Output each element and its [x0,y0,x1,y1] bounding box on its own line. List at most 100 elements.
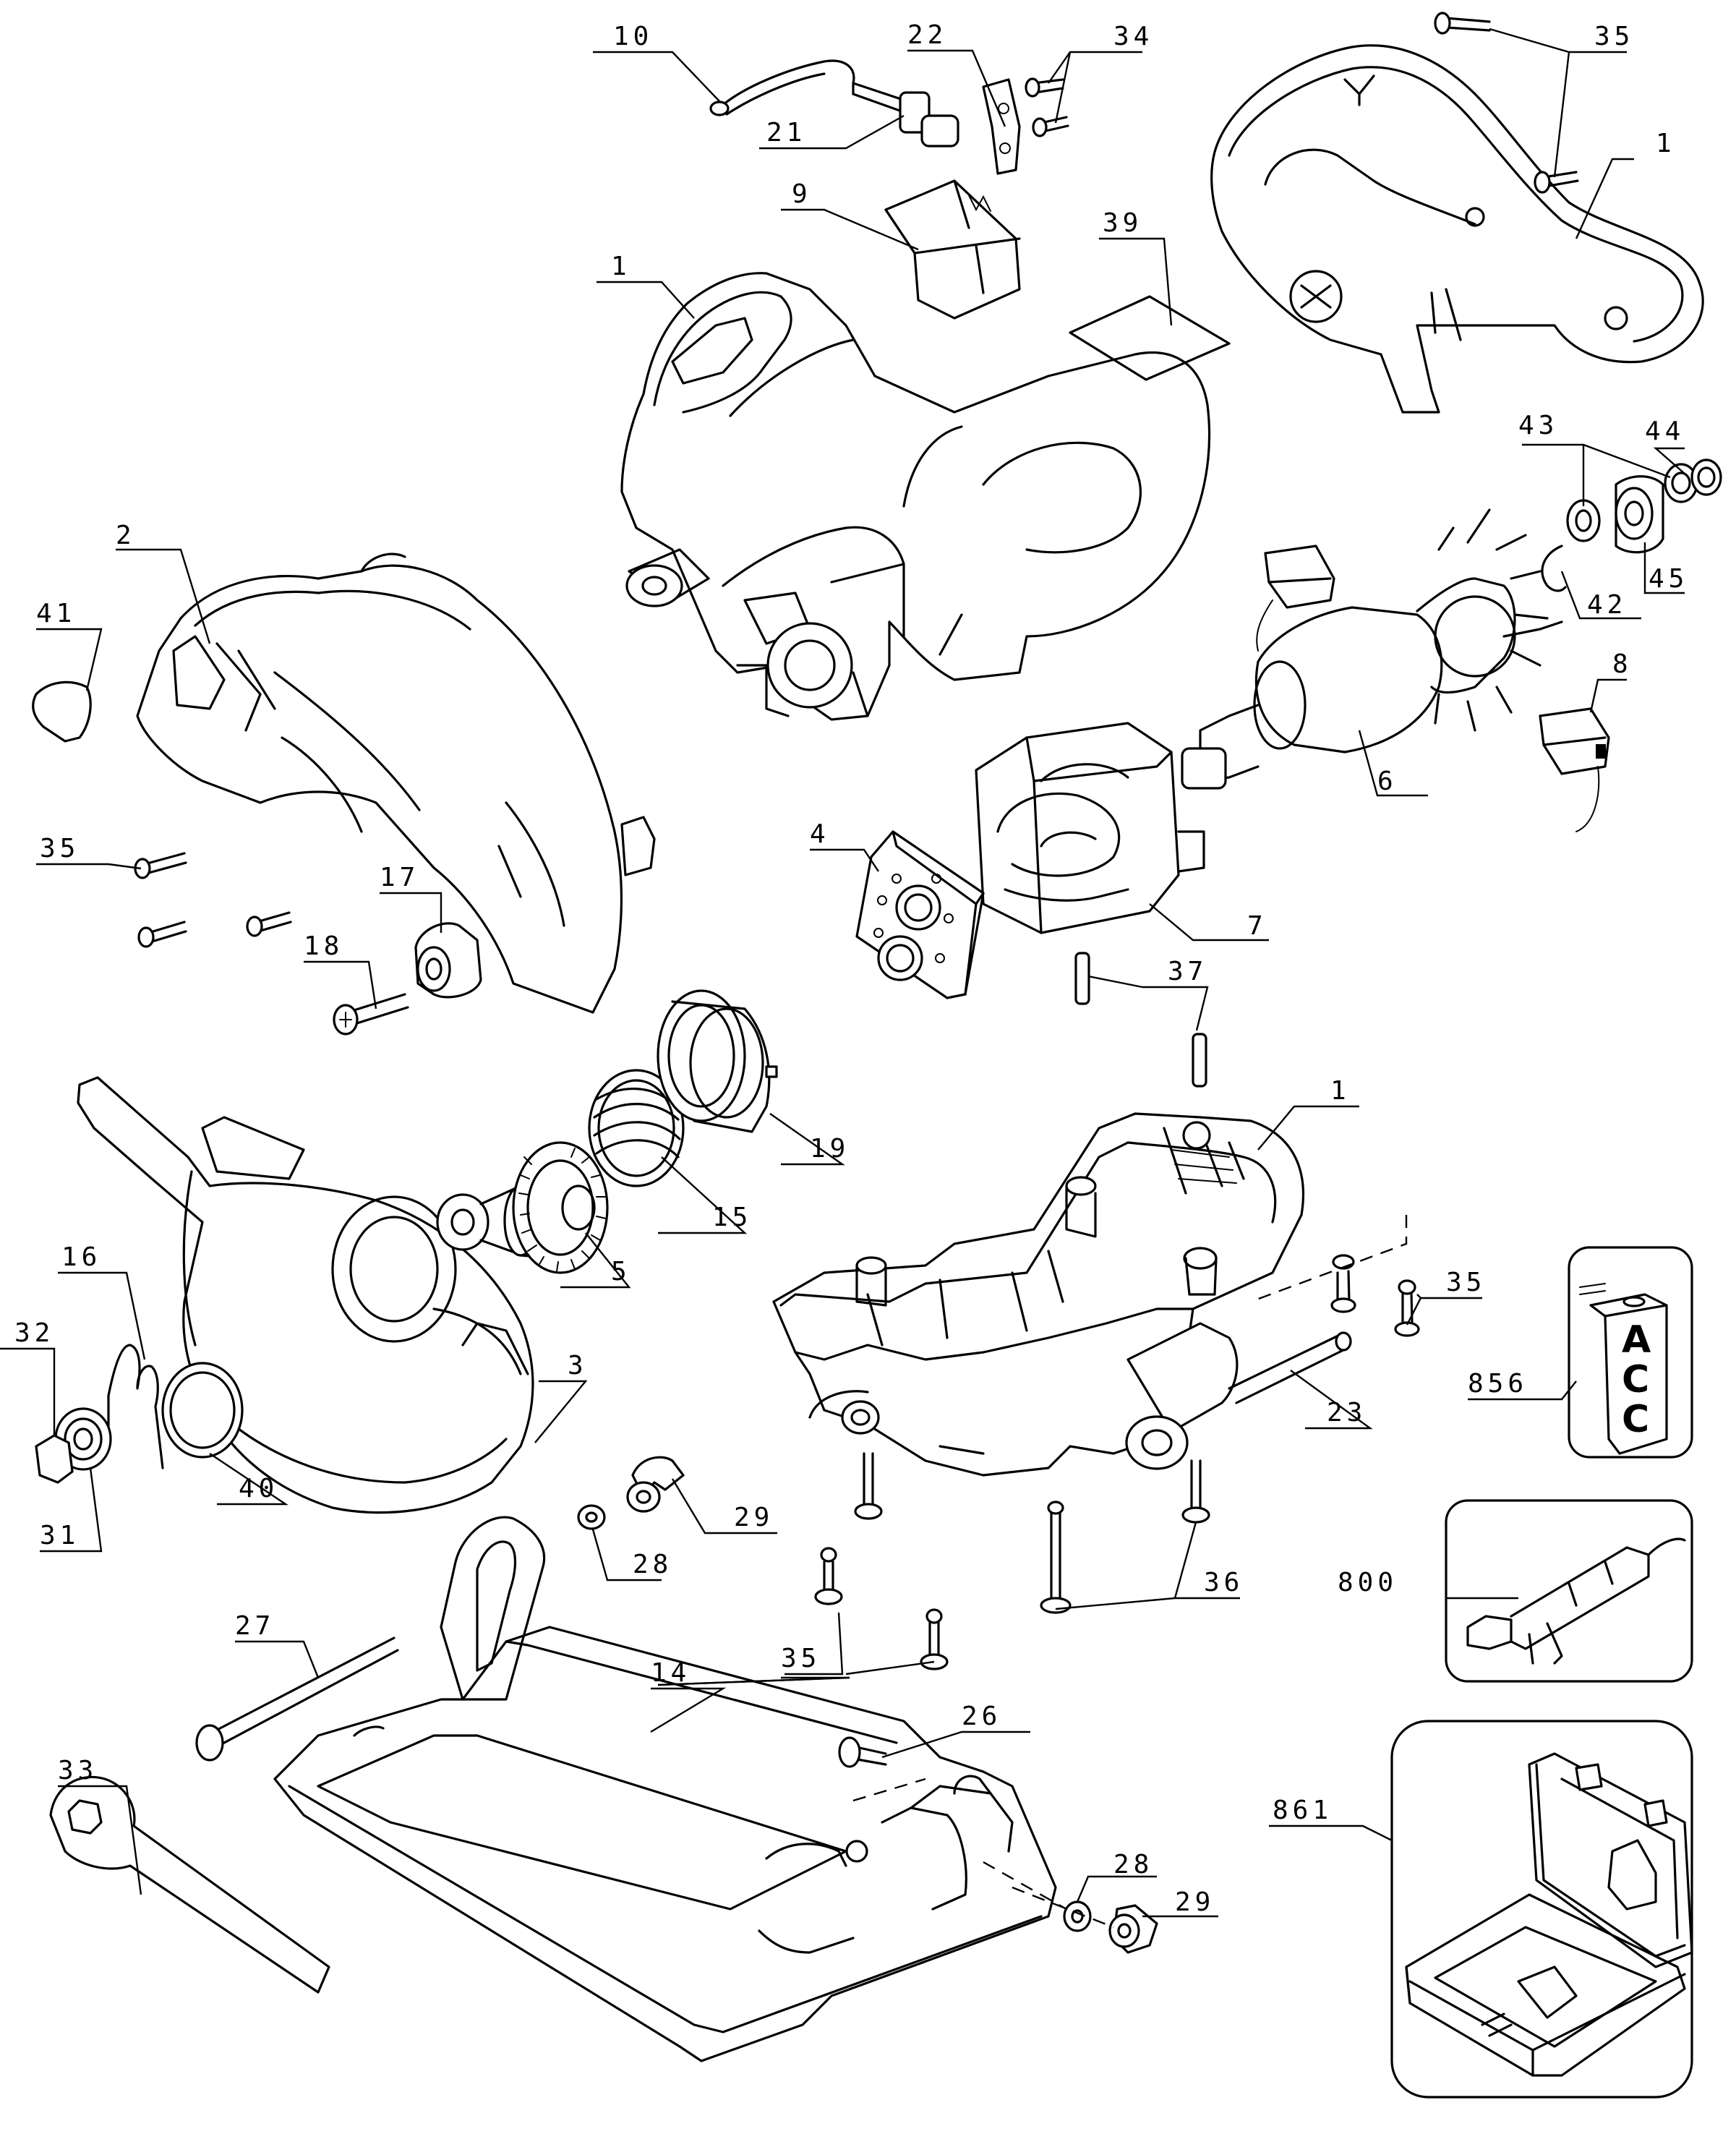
washer-part-44 [1664,458,1722,503]
callout-4: 4 [810,819,830,849]
callout-1-gearcase: 1 [1330,1076,1351,1106]
wing-nut-part-29-upper [626,1456,685,1513]
inset-box-861-carrying-case [1390,1720,1693,2099]
spindle-gear-part-5 [436,1141,609,1274]
callout-14: 14 [651,1658,690,1688]
spring-clip-part-16 [107,1344,164,1469]
brush-holder-part-top [1256,545,1335,652]
armature-part-6 [1181,508,1563,790]
upper-blade-guard-part-2 [136,552,656,1014]
callout-26: 26 [962,1702,1001,1731]
callout-28-lower: 28 [1113,1850,1153,1879]
callout-9: 9 [792,179,812,209]
callout-800: 800 [1338,1568,1398,1597]
screws-part-35-gearcase [1330,1254,1420,1337]
bushing-part-17 [414,922,482,999]
callout-2: 2 [116,521,136,550]
callout-6: 6 [1377,767,1398,796]
callout-39: 39 [1103,208,1142,238]
callout-35-top: 35 [1594,22,1634,51]
bolt-part-26 [838,1736,887,1768]
callout-23: 23 [1327,1398,1367,1427]
callout-10: 10 [613,22,653,51]
label-part-41 [32,680,92,743]
callout-16: 16 [61,1242,101,1272]
callout-28-upper: 28 [633,1550,672,1579]
cord-protector-part-10-21 [709,59,959,148]
callout-44: 44 [1645,417,1685,446]
rod-part-27 [195,1636,399,1762]
callout-1-top-right: 1 [1656,129,1676,158]
wing-nut-part-29-lower [1108,1904,1158,1954]
washer-part-28-lower [1063,1900,1092,1932]
callout-31: 31 [40,1521,80,1550]
callout-5: 5 [611,1257,631,1286]
screws-part-36 [854,1452,1210,1614]
callout-29-lower: 29 [1175,1887,1215,1917]
clutch-cup-part-19 [657,989,778,1133]
switch-bracket-part-22 [982,78,1021,175]
screws-part-35-lower [814,1547,949,1670]
baffle-plate-part-4 [855,830,985,999]
inset-box-856: A C C [1568,1246,1693,1459]
callout-43: 43 [1518,411,1558,440]
callout-labels: 10 21 22 34 35 1 9 39 1 44 43 45 42 8 6 … [14,20,1688,1917]
callout-7: 7 [1247,911,1267,941]
callout-18: 18 [304,931,343,961]
hex-wrench-part-33 [49,1775,330,1994]
callout-33: 33 [58,1756,98,1785]
field-part-7 [975,722,1205,934]
gear-case-housing-part-1 [772,1112,1305,1477]
callout-35-gearcase: 35 [1446,1268,1486,1297]
washer-part-28-upper [577,1504,606,1530]
callout-856: 856 [1468,1369,1528,1399]
callout-32: 32 [14,1318,54,1348]
callout-41: 41 [36,599,76,628]
pivot-pin-part-23 [1228,1331,1352,1404]
callout-40: 40 [239,1474,278,1503]
callout-15: 15 [712,1203,752,1232]
switch-part-9 [884,179,1021,320]
callout-35-guard: 35 [40,834,80,863]
inset-box-800 [1445,1499,1693,1683]
housing-half-right-part-1 [1210,44,1704,414]
callout-36: 36 [1204,1568,1244,1597]
spring-part-15 [588,1069,685,1187]
alignment-dash-lines [852,1215,1408,1929]
retaining-ring-part-42 [1541,545,1567,592]
callout-861: 861 [1273,1796,1333,1825]
acc-letter-3: C [1622,1398,1649,1441]
callout-37: 37 [1168,957,1207,986]
shoe-base-part-14 [273,1516,1057,2062]
callout-34: 34 [1113,22,1153,51]
brush-part-8 [1539,707,1610,832]
callout-22: 22 [907,20,947,50]
screws-part-35-guard [134,852,292,948]
callout-42: 42 [1587,590,1627,620]
callout-29-upper: 29 [734,1503,774,1532]
pins-part-37 [1074,952,1207,1088]
bearing-part-45 [1615,475,1664,554]
screws-part-34 [1025,77,1069,137]
callout-8: 8 [1612,649,1633,679]
lower-blade-guard-part-3 [77,1076,534,1514]
motor-housing-part-1 [620,272,1211,721]
screw-part-18 [333,993,409,1036]
leader-lines [0,27,1685,1918]
nameplate-label-part-39 [1069,295,1231,381]
callout-19: 19 [810,1134,850,1164]
acc-letter-2: C [1622,1358,1649,1401]
callout-35-lower: 35 [781,1644,821,1673]
screws-part-35-top [1434,12,1579,194]
callout-1-motor: 1 [611,252,631,281]
callout-3: 3 [568,1351,588,1380]
callout-45: 45 [1649,564,1688,594]
blade-bolt-part-32 [35,1434,74,1484]
callout-27: 27 [235,1611,275,1641]
callout-21: 21 [766,118,806,148]
acc-letter-1: A [1622,1318,1651,1362]
washer-part-40 [161,1362,244,1459]
callout-17: 17 [380,863,419,892]
washer-part-43 [1566,499,1601,542]
